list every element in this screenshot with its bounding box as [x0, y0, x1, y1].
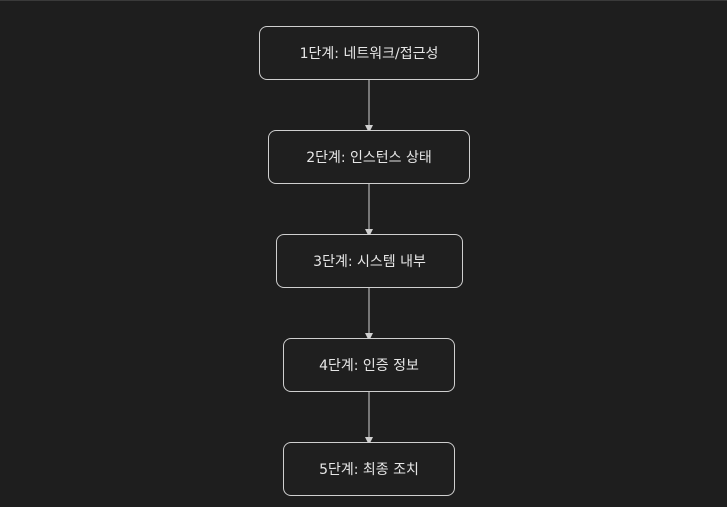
- node-step2: 2단계: 인스턴스 상태: [268, 130, 470, 184]
- node-step2-label: 2단계: 인스턴스 상태: [306, 150, 432, 166]
- node-step5-label: 5단계: 최종 조치: [319, 462, 419, 478]
- node-step4-label: 4단계: 인증 정보: [319, 358, 419, 374]
- node-step1-label: 1단계: 네트워크/접근성: [299, 46, 439, 62]
- node-step3: 3단계: 시스템 내부: [276, 234, 463, 288]
- node-step3-label: 3단계: 시스템 내부: [313, 254, 426, 270]
- node-step5: 5단계: 최종 조치: [283, 442, 455, 496]
- node-step4: 4단계: 인증 정보: [283, 338, 455, 392]
- node-step1: 1단계: 네트워크/접근성: [259, 26, 479, 80]
